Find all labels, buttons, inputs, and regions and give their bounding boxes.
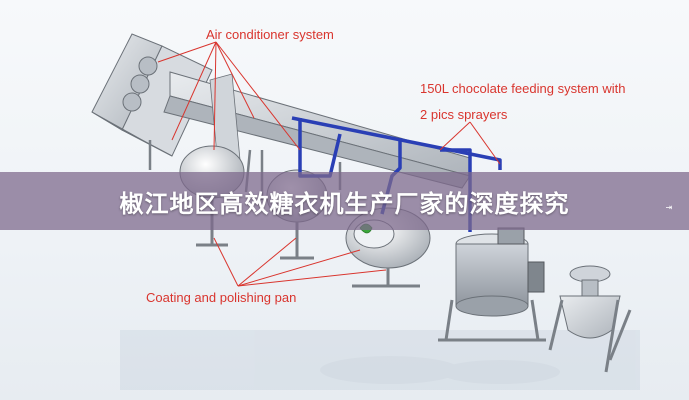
air-conditioner-unit <box>91 33 213 157</box>
leader-lines-feeding <box>439 121 501 165</box>
floor-reflection <box>120 330 640 390</box>
label-coating-pan: Coating and polishing pan <box>146 290 297 305</box>
kettle-unit <box>548 265 632 373</box>
title-banner: 椒江地区高效糖衣机生产厂家的深度探究 <box>0 172 689 230</box>
label-feeding-line-1: 150L chocolate feeding system with <box>420 81 626 96</box>
label-feeding-line-2: 2 pics sprayers <box>420 107 508 122</box>
chocolate-tank <box>438 227 546 342</box>
banner-title: 椒江地区高效糖衣机生产厂家的深度探究 <box>119 189 570 218</box>
double-chevron-icon[interactable]: ⇥ <box>665 203 673 212</box>
label-air-conditioner: Air conditioner system <box>206 27 334 42</box>
leader-lines-coating <box>213 237 387 287</box>
leader-lines-air <box>157 41 301 151</box>
